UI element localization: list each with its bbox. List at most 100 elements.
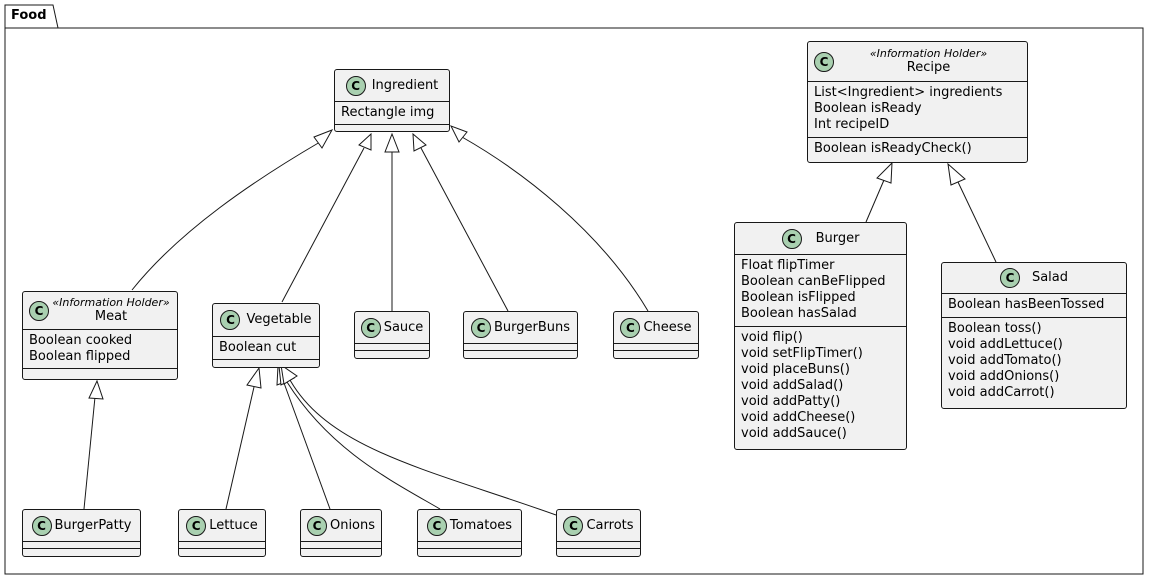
method: Boolean toss() [948, 321, 1042, 336]
relation-carrots-vegetable [289, 379, 557, 516]
class-onions-attributes [301, 542, 381, 549]
relation-lettuce-vegetable [225, 386, 255, 510]
attribute: Boolean cut [219, 340, 297, 355]
class-recipe-methods: Boolean isReadyCheck() [808, 138, 1027, 160]
class-burgerbuns-methods [464, 351, 577, 358]
class-ingredient-attributes: Rectangle img [335, 102, 449, 125]
class-c-icon: C [563, 515, 584, 536]
attribute: Boolean isFlipped [741, 290, 856, 305]
class-burger-header: C Burger [735, 223, 906, 255]
class-carrots[interactable]: C Carrots [556, 509, 641, 557]
class-burgerbuns-attributes [464, 344, 577, 351]
class-onions-name: Onions [329, 517, 376, 533]
package-frame [4, 4, 1144, 575]
package-title: Food [11, 8, 47, 23]
class-c-icon: C [426, 515, 447, 536]
method: void flip() [741, 330, 803, 345]
class-tomatoes[interactable]: C Tomatoes [417, 509, 522, 557]
attribute: Float flipTimer [741, 258, 835, 273]
class-carrots-header: C Carrots [557, 510, 640, 542]
class-burgerpatty-methods [23, 549, 140, 556]
arrowhead-salad-recipe [947, 162, 966, 186]
arrowhead-burger-recipe [876, 161, 893, 184]
class-c-icon: C [781, 228, 802, 249]
class-cheese[interactable]: C Cheese [613, 311, 699, 359]
class-salad-name: Salad [1031, 270, 1069, 285]
arrowhead-lettuce-vegetable [246, 366, 262, 389]
method: void addSauce() [741, 426, 847, 441]
class-cheese-header: C Cheese [614, 312, 698, 344]
relation-meat-ingredient [131, 141, 321, 291]
attribute: Rectangle img [341, 105, 435, 120]
class-c-icon: C [345, 75, 366, 96]
class-meat-stereotype: «Information Holder» [52, 296, 170, 309]
class-burgerpatty-header: C BurgerPatty [23, 510, 140, 542]
method: void addCarrot() [948, 385, 1055, 400]
class-cheese-attributes [614, 344, 698, 351]
class-ingredient-name: Ingredient [371, 77, 439, 93]
class-tomatoes-attributes [418, 542, 521, 549]
relation-burgerpatty-meat [83, 396, 96, 510]
class-burger-name: Burger [815, 230, 860, 246]
class-sauce[interactable]: C Sauce [354, 311, 430, 359]
class-sauce-attributes [355, 344, 429, 351]
relation-salad-recipe [957, 181, 997, 263]
class-c-icon: C [306, 515, 327, 536]
arrowhead-meat-ingredient [313, 129, 334, 149]
method: void addLettuce() [948, 337, 1063, 352]
class-burgerpatty[interactable]: C BurgerPatty [22, 509, 141, 557]
class-burgerbuns-header: C BurgerBuns [464, 312, 577, 344]
class-burgerbuns[interactable]: C BurgerBuns [463, 311, 578, 359]
class-c-icon: C [470, 317, 491, 338]
class-lettuce-attributes [179, 542, 265, 549]
class-salad[interactable]: C Salad Boolean hasBeenTossed Boolean to… [941, 262, 1127, 409]
arrowhead-sauce-ingredient [384, 132, 400, 153]
arrowhead-vegetable-ingredient [358, 132, 372, 151]
attribute: Boolean isReady [814, 101, 922, 116]
class-cheese-methods [614, 351, 698, 358]
class-tomatoes-header: C Tomatoes [418, 510, 521, 542]
class-onions-header: C Onions [301, 510, 381, 542]
arrowhead-burgerpatty-meat [88, 379, 104, 400]
class-vegetable-name: Vegetable [246, 312, 312, 327]
class-recipe-header: C «Information Holder» Recipe [808, 42, 1027, 82]
class-meat[interactable]: C «Information Holder» Meat Boolean cook… [22, 291, 178, 380]
class-cheese-name: Cheese [643, 319, 692, 335]
class-recipe[interactable]: C «Information Holder» Recipe List<Ingre… [807, 41, 1028, 163]
class-salad-header: C Salad [942, 263, 1126, 294]
class-burgerpatty-name: BurgerPatty [54, 517, 132, 533]
class-c-icon: C [620, 317, 641, 338]
class-burgerbuns-name: BurgerBuns [493, 319, 571, 335]
class-salad-methods: Boolean toss() void addLettuce() void ad… [942, 318, 1126, 404]
class-c-icon: C [31, 515, 52, 536]
class-lettuce-methods [179, 549, 265, 556]
class-onions-methods [301, 549, 381, 556]
class-carrots-name: Carrots [586, 517, 634, 533]
class-vegetable[interactable]: C Vegetable Boolean cut [212, 303, 320, 368]
class-burger[interactable]: C Burger Float flipTimer Boolean canBeFl… [734, 222, 907, 450]
method: void addTomato() [948, 353, 1062, 368]
class-vegetable-attributes: Boolean cut [213, 337, 319, 360]
attribute: Boolean hasSalad [741, 306, 857, 321]
class-c-icon: C [814, 51, 834, 72]
method: void placeBuns() [741, 362, 850, 377]
class-burger-attributes: Float flipTimer Boolean canBeFlipped Boo… [735, 255, 906, 327]
class-vegetable-methods [213, 360, 319, 368]
method: Boolean isReadyCheck() [814, 141, 972, 156]
method: void addOnions() [948, 369, 1060, 384]
class-burgerpatty-attributes [23, 542, 140, 549]
class-onions[interactable]: C Onions [300, 509, 382, 557]
class-burger-methods: void flip() void setFlipTimer() void pla… [735, 327, 906, 445]
relation-cheese-ingredient [461, 136, 649, 312]
arrowhead-carrots-vegetable [280, 363, 298, 385]
attribute: Int recipeID [814, 117, 890, 132]
relation-vegetable-ingredient [281, 147, 365, 303]
arrowhead-burgerbuns-ingredient [412, 132, 427, 152]
class-lettuce[interactable]: C Lettuce [178, 509, 266, 557]
class-salad-attributes: Boolean hasBeenTossed [942, 294, 1126, 318]
class-c-icon: C [360, 317, 381, 338]
class-sauce-name: Sauce [383, 319, 424, 335]
class-ingredient[interactable]: C Ingredient Rectangle img [334, 69, 450, 132]
class-meat-name: Meat [94, 309, 128, 324]
